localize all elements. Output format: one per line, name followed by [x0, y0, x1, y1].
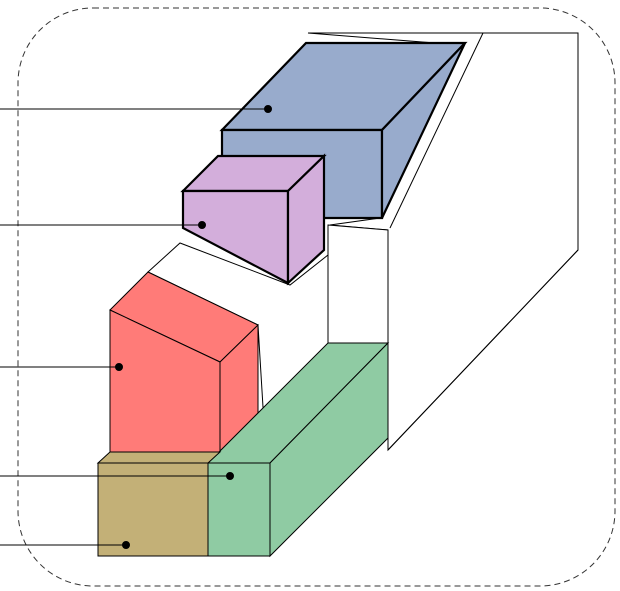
- leader-dot-blue: [264, 105, 272, 113]
- green-block-side: [269, 341, 389, 558]
- purple-block-side: [286, 153, 326, 286]
- dashed-border: [17, 7, 616, 587]
- leader-dot-red: [115, 363, 123, 371]
- red-block: [109, 271, 259, 454]
- olive-block-top: [96, 451, 222, 464]
- leader-lines: [0, 105, 272, 549]
- leader-dot-olive: [122, 541, 130, 549]
- frame-upper-edge-1: [389, 32, 484, 229]
- leader-dot-purple: [198, 221, 206, 229]
- olive-block: [96, 451, 222, 557]
- green-block-front: [207, 462, 271, 557]
- green-block: [206, 341, 390, 558]
- purple-block: [180, 153, 327, 286]
- frame-upper-edge-2: [387, 249, 579, 451]
- blue-block-side: [380, 42, 466, 219]
- leader-dot-green: [226, 472, 234, 480]
- frame-middle-right: [327, 224, 389, 346]
- olive-block-front: [97, 462, 209, 557]
